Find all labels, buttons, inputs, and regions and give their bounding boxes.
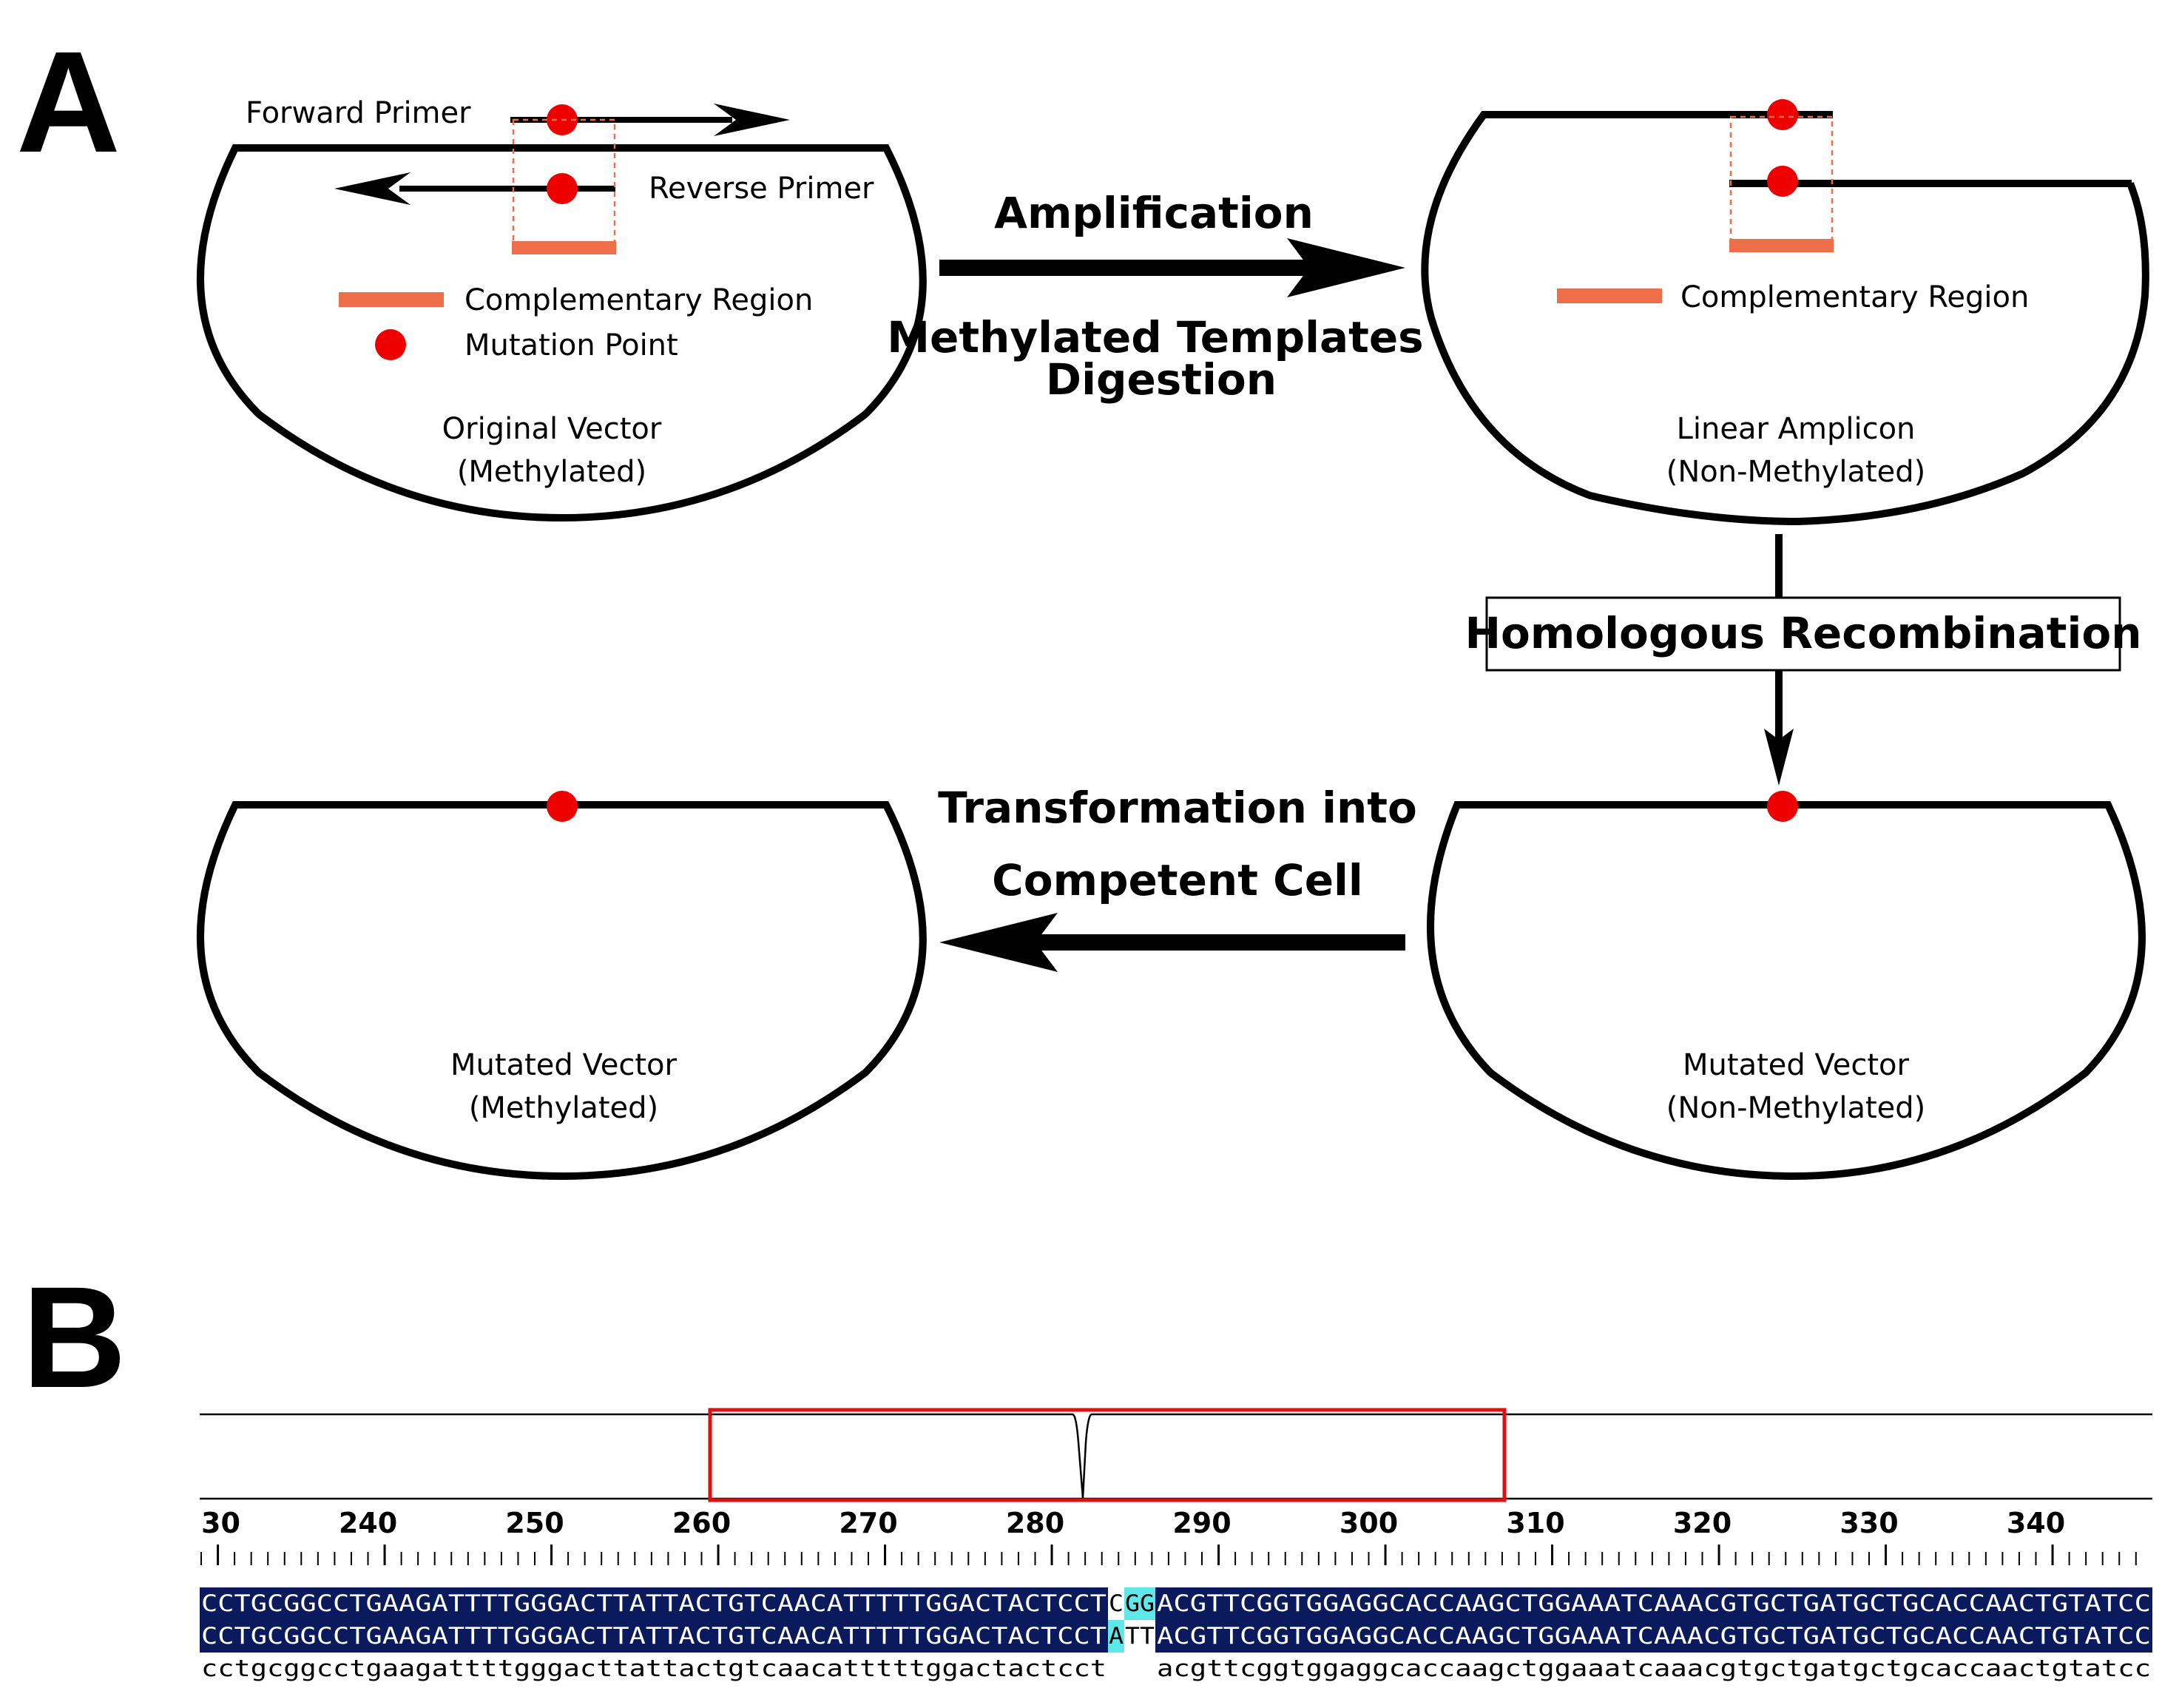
ruler-label: 290 — [1172, 1507, 1231, 1539]
forward-primer-arrowhead — [714, 104, 790, 136]
ruler-labels: 30 240 250 260 270 280 290 300 310 320 330 340 — [201, 1507, 2065, 1539]
ruler-label: 280 — [1006, 1507, 1064, 1539]
mutated-vector-m-label-2: (Methylated) — [469, 1091, 658, 1125]
recombination-step: Homologous Recombination — [1465, 534, 2142, 786]
recombination-box — [1485, 596, 2121, 672]
seq-row2-hl-bg — [1108, 1620, 1124, 1653]
reverse-mutation-dot — [547, 173, 578, 204]
amplicon-mutation-dot-top — [1767, 99, 1798, 130]
seq-row1-bg-right — [1155, 1587, 2152, 1620]
seq-row2-left: CCTGCGGCCTGAAGATTTTGGGACTTATTACTGTCAACAT… — [201, 1623, 1107, 1650]
ruler-label: 240 — [339, 1507, 397, 1539]
mutated-vector-methylated: Mutated Vector (Methylated) — [196, 791, 927, 1181]
amplicon-complementary-bar — [1729, 239, 1834, 252]
digestion-label-2: Digestion — [1046, 354, 1277, 405]
original-vector: Forward Primer Reverse Primer Complement… — [196, 96, 927, 522]
original-vector-label-2: (Methylated) — [457, 455, 646, 489]
seq-row1-left: CCTGCGGCCTGAAGATTTTGGGACTTATTACTGTCAACAT… — [201, 1590, 1107, 1617]
ruler-label: 300 — [1340, 1507, 1398, 1539]
mutated-vector-nm-dot — [1767, 791, 1798, 822]
seq-row2-bg — [200, 1620, 1108, 1653]
reverse-primer-label: Reverse Primer — [649, 172, 874, 206]
seq-row1-bg — [200, 1587, 1108, 1620]
amplicon-legend-label: Complementary Region — [1680, 280, 2029, 314]
panel-a-letter: A — [16, 21, 121, 183]
seq-row2-right: ACGTTCGGTGGAGGCACCAAGCTGGAAATCAAACGTGCTG… — [1157, 1623, 2151, 1650]
seq-row3-right: acgttcggtggaggcaccaagctggaaatcaaacgtgctg… — [1157, 1655, 2151, 1682]
legend-mutation-dot — [375, 329, 406, 360]
amplicon-legend-swatch — [1557, 288, 1662, 303]
ruler-label: 310 — [1506, 1507, 1564, 1539]
mutated-vector-m-dot — [547, 791, 578, 822]
reverse-primer-arrowhead — [334, 172, 411, 205]
position-ruler: 30 240 250 260 270 280 290 300 310 320 330 340 — [200, 1507, 2137, 1565]
trace-line — [200, 1413, 2152, 1499]
linear-amplicon-shape-top — [1421, 111, 2149, 526]
amplification-label: Amplification — [994, 188, 1314, 238]
recombination-label: Homologous Recombination — [1465, 608, 2141, 658]
complementary-region-bar — [512, 241, 616, 254]
mutation-highlight-box — [708, 1408, 1507, 1502]
panel-b-letter: B — [22, 1257, 126, 1418]
seq-row2-bg-right — [1155, 1620, 2152, 1653]
ruler-label: 320 — [1673, 1507, 1732, 1539]
seq-row1-hl-bg — [1124, 1587, 1155, 1620]
ruler-ticks — [200, 1545, 2137, 1565]
seq-row2-highlight: A — [1109, 1623, 1124, 1650]
ruler-label: 250 — [505, 1507, 564, 1539]
legend-complementary-swatch — [339, 292, 444, 307]
seq-row1-right: ACGTTCGGTGGAGGCACCAAGCTGGAAATCAAACGTGCTG… — [1157, 1590, 2151, 1617]
transformation-step: Transformation into Competent Cell — [938, 783, 1417, 972]
sequence-alignment: CCTGCGGCCTGAAGATTTTGGGACTTATTACTGTCAACAT… — [200, 1587, 2152, 1682]
mutated-vector-nonmethylated: Mutated Vector (Non-Methylated) — [1427, 791, 2146, 1181]
legend-mutation-label: Mutation Point — [464, 328, 678, 362]
chromatogram-trace — [200, 1408, 2152, 1502]
original-vector-label-1: Original Vector — [442, 412, 662, 446]
recombination-arrowhead — [1764, 729, 1794, 786]
mutated-vector-m-label-1: Mutated Vector — [450, 1048, 677, 1082]
seq-row3-left: cctgcggcctgaagattttgggacttattactgtcaacat… — [201, 1655, 1107, 1682]
amplification-arrowhead — [1287, 238, 1405, 297]
linear-amplicon: Complementary Region Linear Amplicon (No… — [1421, 99, 2149, 526]
ruler-label: 340 — [2007, 1507, 2065, 1539]
mutated-vector-nm-label-2: (Non-Methylated) — [1666, 1091, 1926, 1125]
digestion-label-1: Methylated Templates — [887, 312, 1423, 362]
mutated-vector-m-shape — [196, 801, 927, 1181]
transformation-arrowhead — [939, 913, 1058, 972]
amplicon-mutation-dot-bottom — [1767, 166, 1798, 197]
ruler-label: 270 — [839, 1507, 897, 1539]
seq-row1-mid: C — [1109, 1590, 1124, 1617]
transformation-label-2: Competent Cell — [992, 855, 1363, 905]
linear-amplicon-label-2: (Non-Methylated) — [1666, 455, 1926, 489]
linear-amplicon-label-1: Linear Amplicon — [1677, 412, 1916, 446]
original-vector-shape — [196, 144, 927, 522]
ruler-label: 330 — [1840, 1507, 1898, 1539]
transformation-label-1: Transformation into — [938, 783, 1417, 833]
ruler-label: 30 — [201, 1507, 240, 1539]
seq-row2-mid: TT — [1125, 1623, 1155, 1650]
amplification-step: Amplification Methylated Templates Diges… — [887, 188, 1423, 405]
mutated-vector-nm-shape — [1427, 801, 2146, 1181]
legend-complementary-label: Complementary Region — [464, 283, 813, 317]
mutated-vector-nm-label-1: Mutated Vector — [1683, 1048, 1909, 1082]
seq-row1-highlight: GG — [1125, 1590, 1155, 1617]
forward-primer-label: Forward Primer — [246, 96, 471, 130]
ruler-label: 260 — [672, 1507, 731, 1539]
